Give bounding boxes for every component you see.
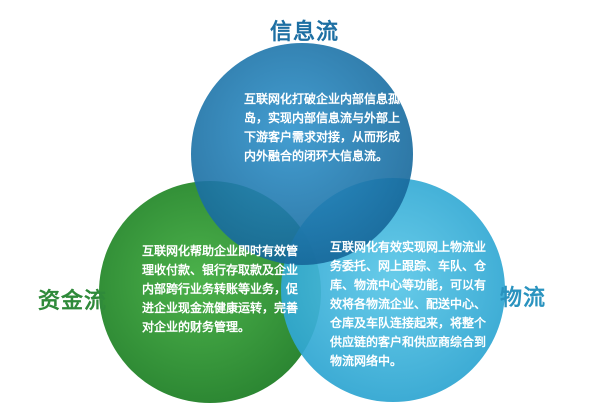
logistics-flow-label: 物流 (500, 286, 547, 311)
logistics-flow-description: 互联网化有效实现网上物流业务委托、网上跟踪、车队、仓库、物流中心等功能，可以有效… (330, 240, 487, 368)
info-flow-circle (191, 43, 413, 265)
capital-flow-label: 资金流 (38, 289, 108, 314)
info-flow-description: 互联网化打破企业内部信息孤岛，实现内部信息流与外部上下游客户需求对接，从而形成内… (244, 92, 401, 163)
capital-flow-description: 互联网化帮助企业即时有效管理收付款、银行存取款及企业内部跨行业务转账等业务，促进… (142, 244, 299, 334)
info-flow-label: 信息流 (270, 20, 340, 45)
